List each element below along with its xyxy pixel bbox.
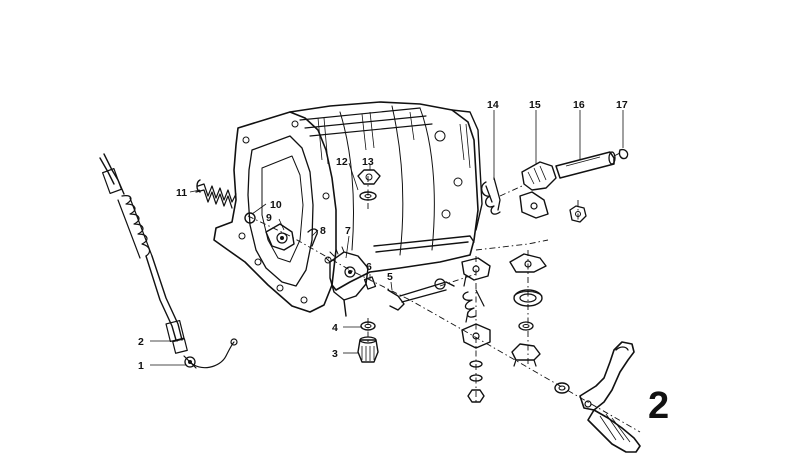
- callout-10: 10: [270, 199, 282, 211]
- callout-8: 8: [320, 225, 326, 237]
- selector-arm: [554, 341, 641, 453]
- callout-labels: 1 2 3 4 5 6 7 8 9 10 11 12 13 14 15 16 1…: [138, 99, 628, 372]
- kickdown-cable: [99, 153, 238, 369]
- callout-9: 9: [266, 212, 272, 224]
- part-7-detent-plate: [325, 246, 369, 317]
- part-11-spring: [195, 179, 237, 209]
- callout-6: 6: [366, 261, 372, 273]
- callout-14: 14: [487, 99, 499, 111]
- part-6-pin: [363, 276, 377, 290]
- part-9-lever: [265, 223, 295, 251]
- callout-12: 12: [336, 156, 348, 168]
- transmission-housing: [213, 101, 483, 313]
- callout-16: 16: [573, 99, 585, 111]
- callout-5: 5: [387, 271, 393, 283]
- part-15-selector-lever: [519, 161, 557, 219]
- callout-7: 7: [345, 225, 351, 237]
- corner-mark: 2: [648, 385, 669, 427]
- callout-11: 11: [176, 187, 187, 199]
- assembly-axes: [247, 151, 641, 433]
- callout-13: 13: [362, 156, 374, 168]
- callout-17: 17: [616, 99, 628, 111]
- callout-1: 1: [138, 360, 144, 372]
- part-14-return-spring: [480, 177, 501, 215]
- part-3-drain-plug: [357, 336, 379, 363]
- part-16-shaft: [555, 151, 616, 179]
- part-10-ring: [244, 212, 256, 224]
- part-17-circlip: [618, 148, 629, 160]
- part-8-clip: [307, 228, 318, 247]
- leader-lines: [150, 110, 624, 366]
- part-5-bolt: [387, 278, 455, 311]
- part-13-nut: [357, 169, 381, 185]
- callout-4: 4: [332, 322, 338, 334]
- callout-2: 2: [138, 336, 144, 348]
- linkage-stack-left: [461, 257, 491, 403]
- callout-3: 3: [332, 348, 338, 360]
- callout-15: 15: [529, 99, 541, 111]
